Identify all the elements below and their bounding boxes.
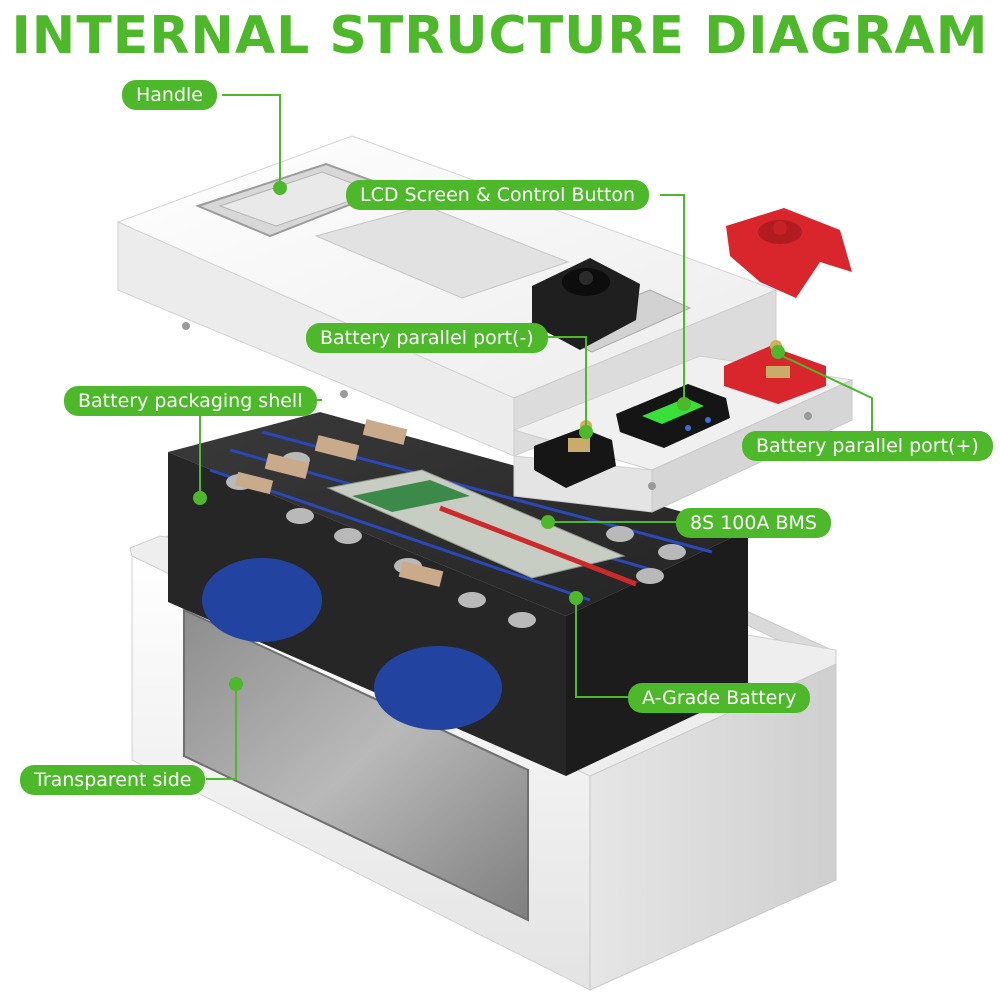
bms-red-wire (439, 505, 637, 587)
label-transparent-side: Transparent side (20, 765, 206, 795)
label-battery-packaging-shell: Battery packaging shell (64, 386, 317, 416)
cell-block-right (566, 530, 748, 776)
label-battery-parallel-port-negative: Battery parallel port(-) (306, 323, 548, 353)
blue-cell-2 (374, 646, 502, 730)
positive-cap (726, 208, 852, 298)
negative-cap (532, 258, 640, 350)
callout-dots (193, 181, 785, 691)
dot-a-grade (569, 591, 583, 605)
dot-parallel-pos (771, 345, 785, 359)
line-parallel-neg (548, 336, 587, 430)
dot-parallel-neg (579, 425, 593, 439)
label-8s-100a-bms: 8S 100A BMS (676, 508, 831, 538)
cell-block (168, 412, 748, 776)
line-transparent (206, 684, 237, 780)
label-a-grade-battery: A-Grade Battery (628, 683, 811, 713)
label-handle: Handle (122, 80, 218, 110)
blue-cell-1 (202, 558, 322, 642)
dot-bms (541, 515, 555, 529)
line-lcd (660, 194, 685, 402)
line-a-grade (575, 598, 636, 698)
tan-busbars (234, 419, 444, 587)
dot-handle (273, 181, 287, 195)
dot-transparent (229, 677, 243, 691)
dot-shell (193, 491, 207, 505)
label-lcd-screen-control-button: LCD Screen & Control Button (346, 180, 650, 210)
lid-window (314, 205, 570, 299)
diagram-title: INTERNAL STRUCTURE DIAGRAM (11, 6, 989, 66)
line-handle (222, 94, 281, 186)
negative-terminal (534, 420, 616, 488)
label-battery-parallel-port-positive: Battery parallel port(+) (742, 431, 993, 461)
dot-lcd (677, 397, 691, 411)
